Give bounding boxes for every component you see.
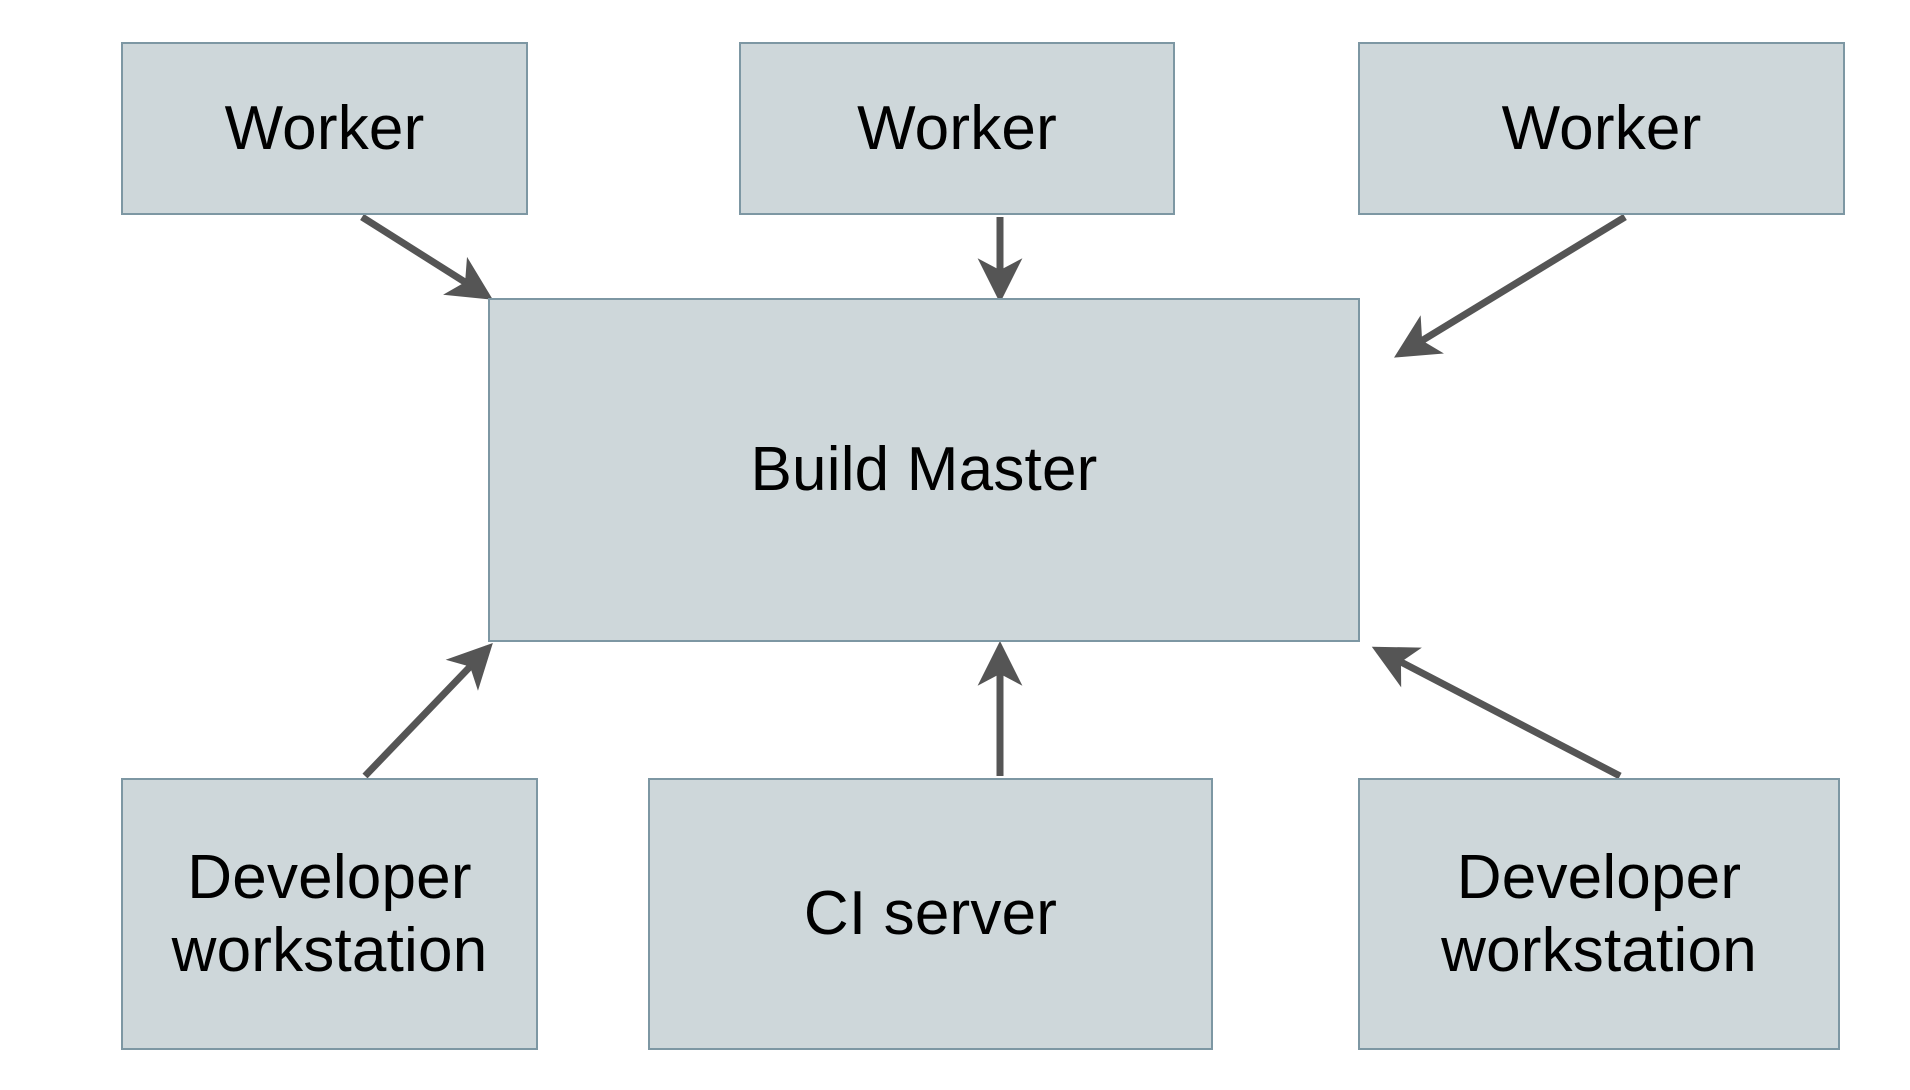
node-developer-workstation-2-label: Developer workstation (1441, 842, 1757, 985)
node-ci-server-label: CI server (803, 879, 1058, 949)
node-developer-workstation-1[interactable]: Developer workstation (121, 778, 538, 1050)
node-ci-server[interactable]: CI server (648, 778, 1213, 1050)
node-worker-1[interactable]: Worker (121, 42, 528, 215)
node-worker-2-label: Worker (857, 93, 1057, 163)
edge-worker-3-to-build-master (1394, 214, 1627, 358)
edge-dev-ws-2-to-build-master (1371, 646, 1622, 780)
edge-dev-ws-1-to-build-master (362, 642, 493, 779)
node-build-master-label: Build Master (750, 435, 1098, 505)
node-developer-workstation-2[interactable]: Developer workstation (1358, 778, 1840, 1050)
node-worker-1-label: Worker (224, 93, 425, 163)
node-build-master[interactable]: Build Master (488, 298, 1360, 642)
node-developer-workstation-1-label: Developer workstation (171, 842, 488, 985)
edge-worker-1-to-build-master (360, 214, 493, 300)
node-worker-3[interactable]: Worker (1358, 42, 1845, 215)
node-worker-2[interactable]: Worker (739, 42, 1175, 215)
node-worker-3-label: Worker (1501, 93, 1702, 163)
